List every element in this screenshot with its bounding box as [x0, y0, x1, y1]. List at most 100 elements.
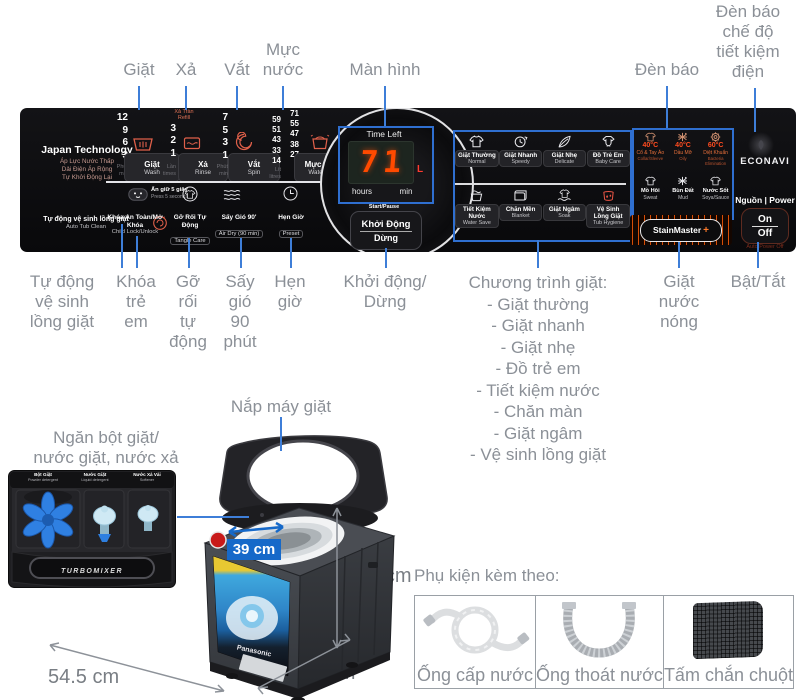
accessory-rat-guard: Tấm chắn chuột — [664, 596, 793, 688]
hours-label: hours — [351, 187, 372, 196]
leader-line — [136, 236, 138, 268]
leader-line — [236, 86, 238, 110]
time-left-label: Time Left — [366, 129, 402, 139]
divider — [752, 225, 778, 227]
leader-line — [757, 242, 759, 268]
preset-clock-icon — [283, 186, 298, 201]
stainmaster-button[interactable]: StainMaster + — [640, 218, 722, 242]
drum-width-badge: 39 cm — [227, 539, 281, 560]
divider — [360, 230, 412, 232]
leader-line — [384, 86, 386, 126]
sweat-icon — [645, 176, 656, 186]
spec-label — [238, 654, 288, 682]
air-dry-button[interactable]: Sấy Gió 90' Air Dry (90 min) — [214, 214, 264, 240]
callout-preset: Hẹn giờ — [274, 272, 306, 311]
stain-bacteria: 60°C Diệt Khuẩn Bacteria Elimination — [699, 130, 732, 174]
callout-detergent-drawer: Ngăn bột giặt/ nước giặt, nước xả — [33, 428, 179, 467]
child-lock-label[interactable]: Khóa An Toàn/Mở Khóa Child Lock/Unlock — [107, 214, 163, 235]
tub-hygiene-icon — [601, 189, 616, 202]
leader-line — [185, 86, 187, 110]
leader-line — [121, 224, 123, 268]
stain-sweat: Mồ Hôi Sweat — [634, 174, 667, 218]
callout-start-stop: Khởi động/ Dừng — [343, 272, 427, 311]
turbomixer-logo: TURBOMIXER — [60, 568, 124, 575]
leader-line — [290, 238, 292, 268]
drum-width-arrow — [228, 521, 284, 538]
wash-unit: Phút min — [116, 164, 128, 177]
start-pause-label: Start/Pause — [368, 204, 400, 210]
collar-icon — [645, 132, 656, 142]
time-display-value: 71 — [358, 145, 409, 180]
rinse-button[interactable]: Xả Rinse — [178, 153, 228, 182]
leader-line — [188, 238, 190, 268]
supply-hose-icon — [423, 606, 530, 654]
leader-line — [240, 238, 242, 268]
power-button[interactable]: On Off — [741, 208, 789, 244]
delicate-feather-icon — [557, 135, 572, 148]
air-dry-icon — [223, 189, 241, 200]
drain-hose-icon — [562, 602, 637, 658]
callout-wash: Giặt — [123, 60, 155, 79]
spin-button[interactable]: Vắt Spin — [228, 153, 280, 182]
callout-auto-tub-clean: Tự động vệ sinh lồng giặt — [29, 272, 95, 331]
rinse-unit: Lần times — [162, 164, 176, 177]
spin-icon — [235, 132, 253, 151]
leader-line — [385, 248, 387, 268]
bacteria-icon — [710, 132, 721, 142]
blanket-icon — [513, 189, 528, 202]
stainmaster-strip: StainMaster + — [630, 215, 732, 245]
slot-softener-label: Nước Xả Vải Softener — [133, 472, 161, 482]
callout-child-lock: Khóa trẻ em — [116, 272, 156, 331]
auto-tub-clean-label: Tự động vệ sinh lồng giặt Auto Tub Clean — [43, 216, 129, 230]
rinse-times: 3 2 1 — [170, 123, 176, 159]
leader-line — [678, 242, 680, 268]
washing-machine-illustration — [49, 435, 396, 700]
stain-sauce: Nước Sốt Soya/Sauce — [699, 174, 732, 218]
brand-block: Japan Technology Áp Lực Nước Thấp Dải Đi… — [26, 144, 148, 182]
brand-features: Áp Lực Nước Thấp Dải Điện Áp Rộng Tự Khở… — [59, 158, 115, 181]
child-lock-face-icon — [128, 188, 148, 201]
callout-display: Màn hình — [349, 60, 421, 79]
time-display: 71 — [348, 141, 414, 184]
leader-line — [177, 516, 249, 518]
callout-spin: Vắt — [224, 60, 250, 79]
rinse-icon — [183, 137, 201, 150]
tangle-care-button[interactable]: Gỡ Rối Tự Động Tangle Care — [166, 214, 214, 247]
preset-button[interactable]: Hẹn Giờ Preset — [278, 214, 304, 238]
depth-arrow — [49, 642, 225, 693]
callout-tangle-care: Gỡ rối tự động — [169, 272, 207, 351]
start-stop-button[interactable]: Khởi Động Dừng — [350, 211, 422, 250]
water-level-icon — [310, 134, 330, 150]
turbo-mixer-impeller — [22, 491, 74, 549]
stain-collar: 40°C Cổ & Tay Áo Collar/Sleeve — [634, 130, 667, 174]
brand-title: Japan Technology — [41, 144, 133, 156]
accessory-drain-hose: Ống thoát nước — [536, 596, 664, 688]
water-save-icon — [469, 189, 484, 202]
display-callout-box — [338, 126, 434, 204]
liter-indicator: L — [417, 164, 424, 175]
auto-tub-clean-icon — [153, 216, 167, 230]
speedy-clock-icon — [513, 135, 528, 148]
min-label: min — [399, 187, 413, 196]
rat-guard-icon — [693, 600, 764, 660]
callout-indicator: Đèn báo — [634, 60, 700, 79]
stain-oily: 40°C Dầu Mỡ Oily — [667, 130, 700, 174]
callout-water-level: Mực nước — [262, 40, 304, 79]
leader-line — [138, 86, 140, 110]
depth-dim: 54.5 cm — [48, 666, 120, 688]
callout-eco-light: Đèn báo chế độ tiết kiệm điện — [715, 2, 781, 81]
callout-lid: Nắp máy giặt — [230, 397, 332, 416]
program-grid-divider — [455, 183, 626, 185]
leader-line — [666, 86, 668, 128]
leader-line — [537, 240, 539, 268]
